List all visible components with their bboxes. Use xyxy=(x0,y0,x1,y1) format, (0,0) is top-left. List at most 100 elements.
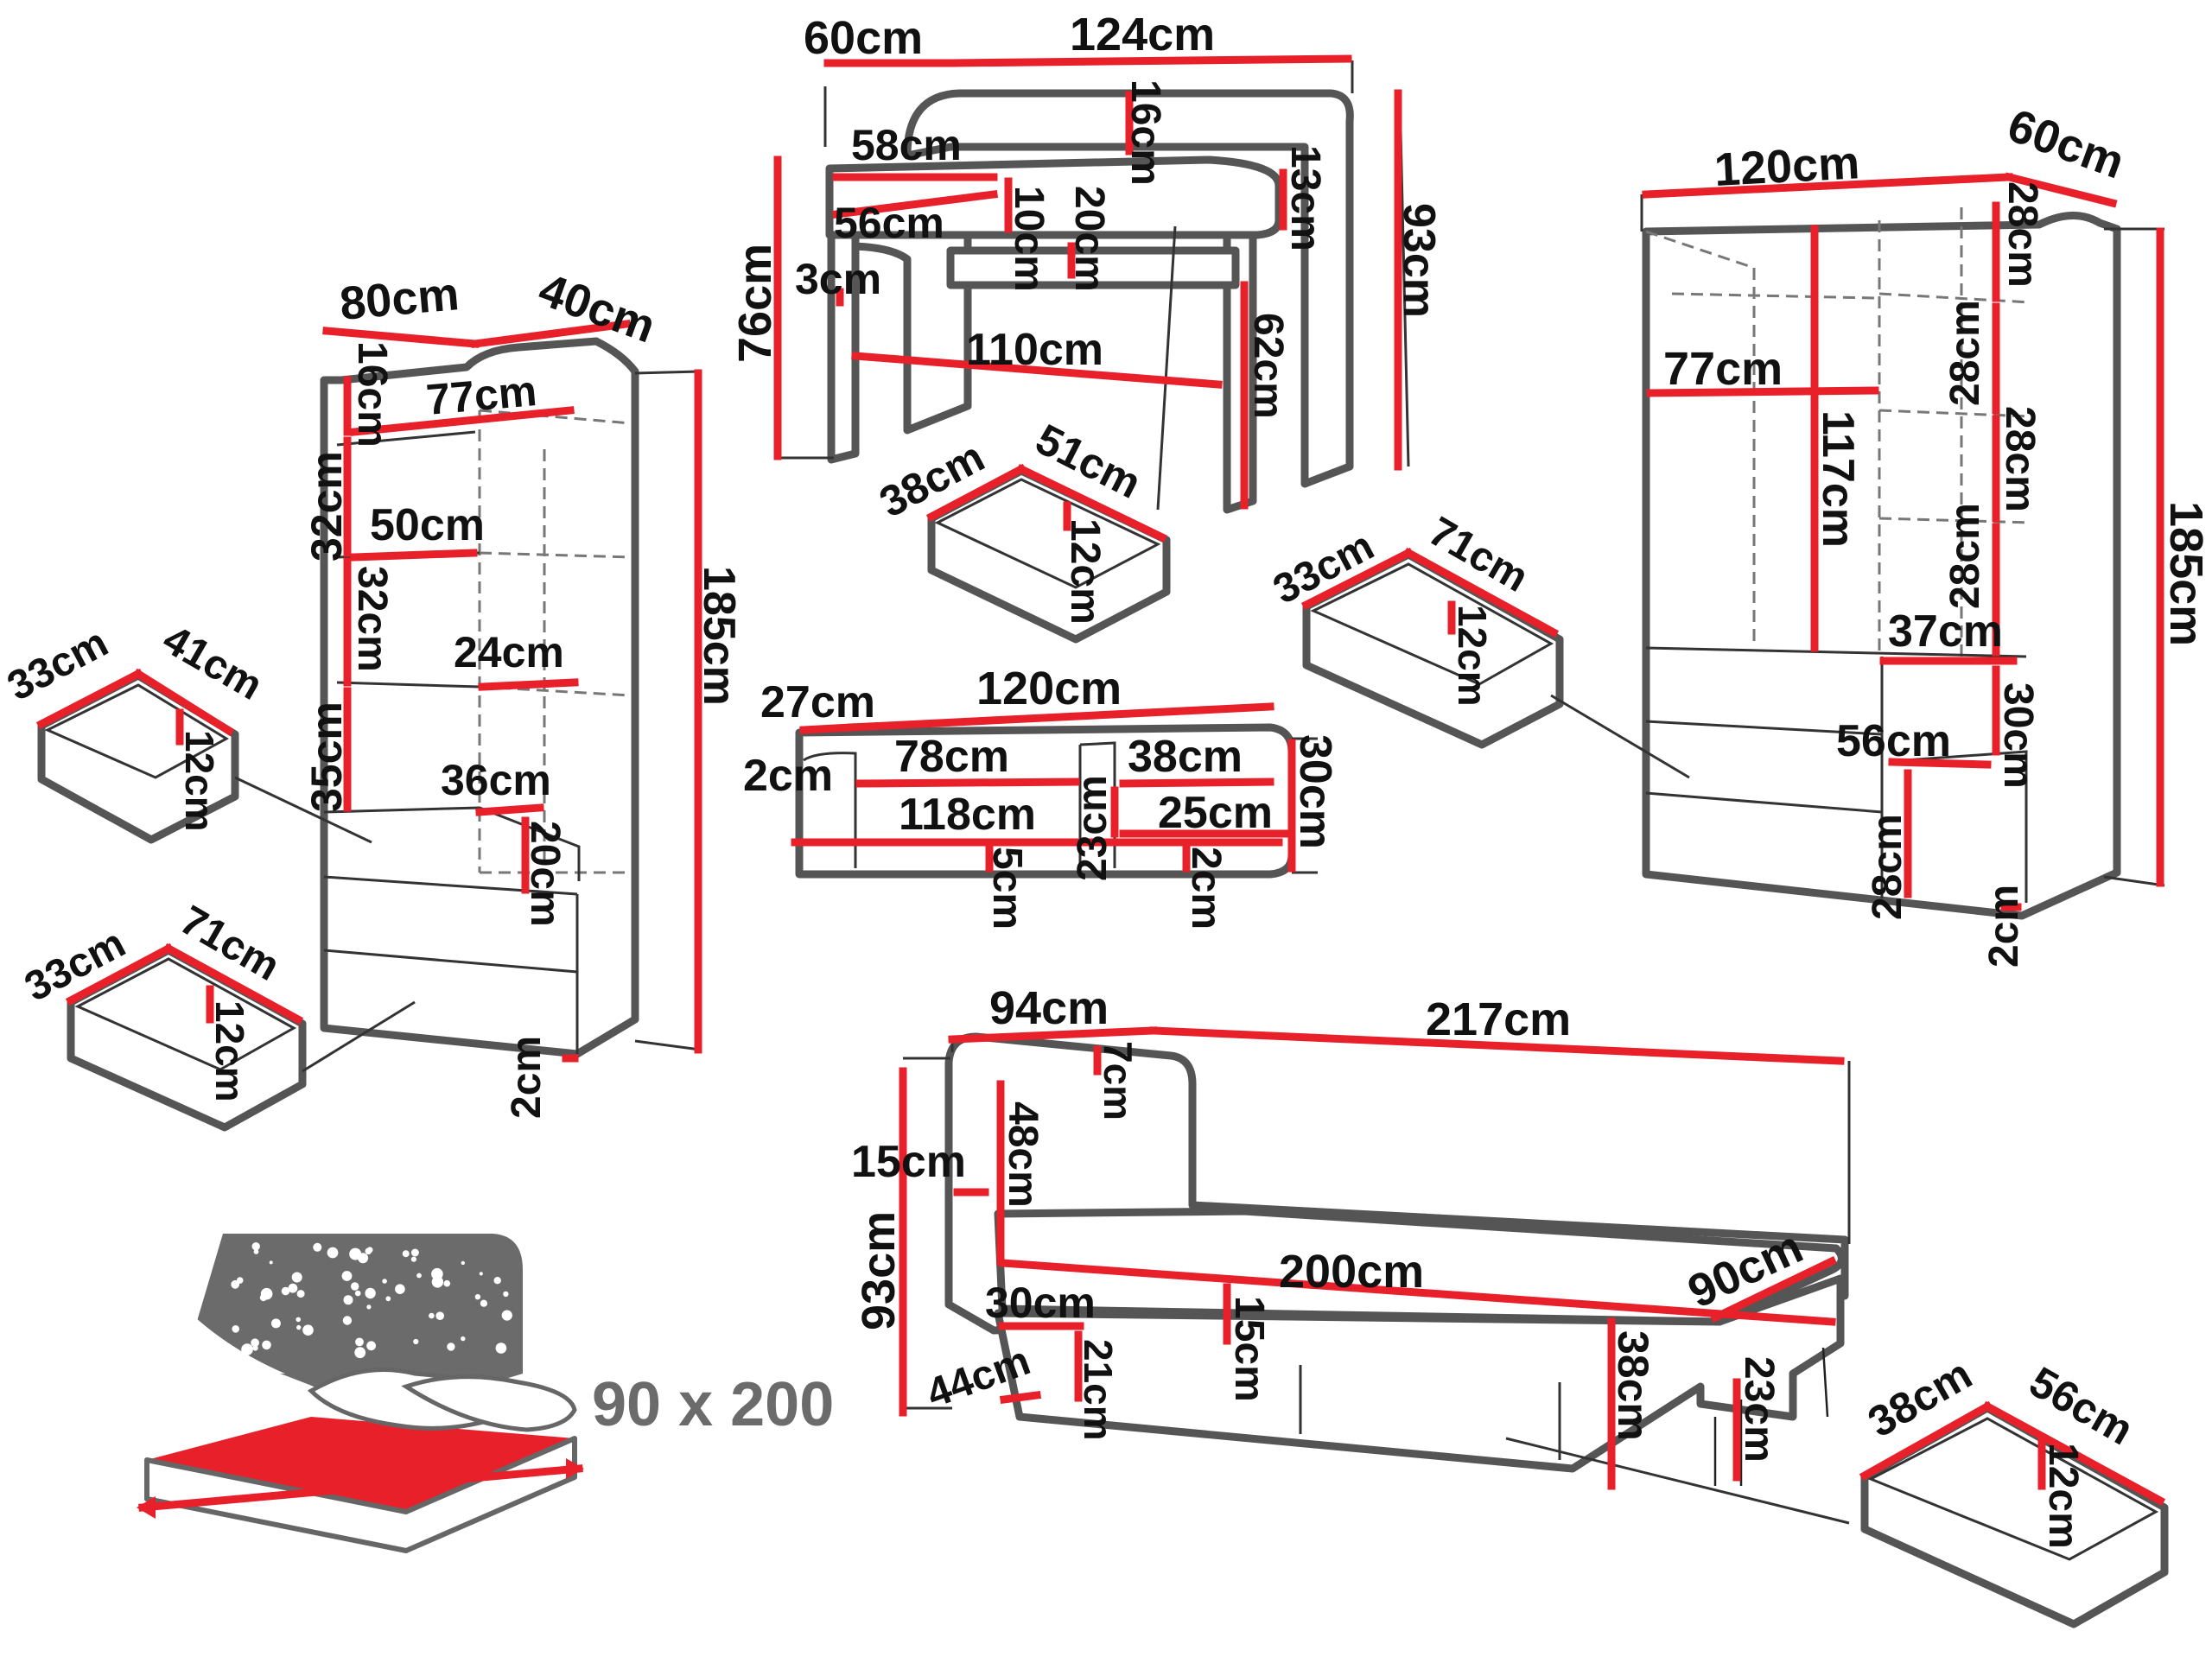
bed: 94cm 217cm 7cm 15cm 48cm 93cm 200cm 90cm… xyxy=(851,982,1851,1525)
bed-length-label: 217cm xyxy=(1426,993,1571,1045)
star-icon xyxy=(296,1317,302,1323)
star-icon xyxy=(302,1324,314,1336)
star-icon xyxy=(355,1337,364,1347)
desk-depth-label: 60cm xyxy=(804,12,923,64)
mattress-size-label: 90 x 200 xyxy=(592,1370,834,1439)
desk-top-thickness-label: 3cm xyxy=(795,255,881,303)
wall-shelf-inner-height-label: 23cm xyxy=(1070,775,1116,881)
bed-mattress-length-label: 200cm xyxy=(1279,1246,1424,1298)
star-icon xyxy=(232,1325,240,1333)
desk-leg-height-label: 76cm xyxy=(729,244,781,363)
desk-width-label: 124cm xyxy=(1070,9,1215,60)
wall-shelf: 27cm 120cm 2cm 78cm 38cm 30cm 118cm 23cm… xyxy=(743,663,1340,930)
star-icon xyxy=(288,1283,298,1293)
wardrobe-depth-label: 60cm xyxy=(2001,99,2131,189)
wall-shelf-depth-label: 27cm xyxy=(760,677,875,727)
star-icon xyxy=(493,1277,501,1285)
star-icon xyxy=(402,1250,410,1258)
bookcase-plinth-label: 2cm xyxy=(504,1036,550,1119)
star-icon xyxy=(241,1343,253,1355)
star-icon xyxy=(269,1260,273,1265)
star-icon xyxy=(231,1279,240,1289)
bed-side-label: 15cm xyxy=(851,1137,966,1187)
bed-drawer: 38cm 56cm 12cm xyxy=(1859,1349,2169,1628)
mattress-base xyxy=(144,1436,577,1553)
stars-decoration xyxy=(231,1242,512,1359)
star-icon xyxy=(313,1242,322,1252)
bed-head-offset-label: 7cm xyxy=(1096,1041,1141,1120)
desk-knee-width-label: 110cm xyxy=(966,325,1103,375)
bookcase-shelf-width-label: 50cm xyxy=(370,500,485,550)
wardrobe-shelf-b-label: 28cm xyxy=(1942,300,1988,406)
star-icon xyxy=(341,1271,353,1281)
star-icon xyxy=(501,1310,512,1321)
bookcase-height-label: 185cm xyxy=(694,566,744,706)
star-icon xyxy=(382,1279,387,1284)
desk-side-gap-label: 13cm xyxy=(1282,145,1328,251)
star-icon xyxy=(410,1256,416,1262)
wall-shelf-edge-2-label: 2cm xyxy=(1183,847,1229,930)
desk-inner-depth-label: 56cm xyxy=(834,199,944,247)
star-icon xyxy=(354,1347,366,1359)
bed-drawer-height-label: 12cm xyxy=(2040,1443,2086,1549)
desk-top-depth-label: 58cm xyxy=(851,121,962,169)
star-icon xyxy=(410,1248,419,1257)
star-icon xyxy=(479,1272,483,1276)
star-icon xyxy=(416,1273,422,1279)
desk-drawer: 38cm 51cm 12cm xyxy=(872,415,1171,644)
star-icon xyxy=(385,1296,391,1302)
wardrobe-shelf-d-label: 28cm xyxy=(1942,503,1988,609)
star-icon xyxy=(253,1249,259,1254)
mattress xyxy=(147,1417,575,1512)
star-icon xyxy=(270,1318,281,1329)
bookcase-drawer-large: 33cm 71cm 12cm xyxy=(17,898,416,1132)
bookcase-top-height-label: 16cm xyxy=(349,341,395,447)
bed-step-label: 15cm xyxy=(1226,1296,1272,1402)
bed-mattress xyxy=(994,1207,1846,1326)
star-icon xyxy=(461,1260,465,1266)
star-icon xyxy=(296,1290,305,1298)
star-icon xyxy=(365,1287,376,1299)
star-icon xyxy=(429,1312,435,1319)
desk-shelf-gap-b-label: 20cm xyxy=(1066,186,1112,292)
star-icon xyxy=(365,1247,372,1255)
star-icon xyxy=(354,1290,361,1297)
desk-drawer-height-label: 12cm xyxy=(1062,518,1108,625)
wall-shelf-edge-label: 2cm xyxy=(743,751,833,801)
desk-shelf-gap-a-label: 10cm xyxy=(1006,186,1052,292)
bed-drawer-height-label: 21cm xyxy=(1076,1339,1121,1441)
wardrobe-hanging-label: 117cm xyxy=(1813,410,1863,548)
wall-shelf-top-width-label: 78cm xyxy=(894,732,1009,782)
desk-hutch xyxy=(903,89,1354,488)
wall-shelf-height-label: 30cm xyxy=(1290,734,1340,849)
bookcase-drawer-small: 33cm 41cm 12cm xyxy=(0,617,372,844)
star-icon xyxy=(296,1324,302,1330)
star-icon xyxy=(480,1299,488,1307)
wardrobe-width-label: 120cm xyxy=(1713,136,1860,196)
star-icon xyxy=(495,1342,507,1354)
wardrobe-drawer: 33cm 71cm 12cm xyxy=(1266,509,1690,779)
star-icon xyxy=(262,1340,271,1350)
star-icon xyxy=(351,1282,359,1291)
bookcase-inner-width-label: 77cm xyxy=(424,366,538,424)
bookcase-small-width-label: 36cm xyxy=(441,756,551,804)
bed-base xyxy=(994,1274,1845,1473)
bookcase-compartment-label: 24cm xyxy=(454,628,564,676)
star-icon xyxy=(342,1316,353,1325)
wardrobe-lower-width-label: 56cm xyxy=(1836,716,1951,766)
wall-shelf-side-inner-label: 25cm xyxy=(1158,788,1273,838)
wall-shelf-width-label: 120cm xyxy=(976,663,1122,714)
star-icon xyxy=(443,1279,451,1287)
star-icon xyxy=(281,1286,290,1296)
wardrobe-plinth-label: 2cm xyxy=(1981,885,2027,968)
star-icon xyxy=(413,1338,419,1345)
bed-depth-label: 94cm xyxy=(989,982,1109,1034)
wardrobe-compartment-label: 30cm xyxy=(1995,682,2041,789)
bookcase-shelf-2-label: 32cm xyxy=(349,566,395,672)
star-icon xyxy=(474,1294,481,1300)
star-icon xyxy=(447,1342,455,1351)
wall-shelf-bottom-width-label: 118cm xyxy=(899,790,1036,840)
star-icon xyxy=(259,1294,267,1302)
bookcase-width-label: 80cm xyxy=(338,268,461,330)
